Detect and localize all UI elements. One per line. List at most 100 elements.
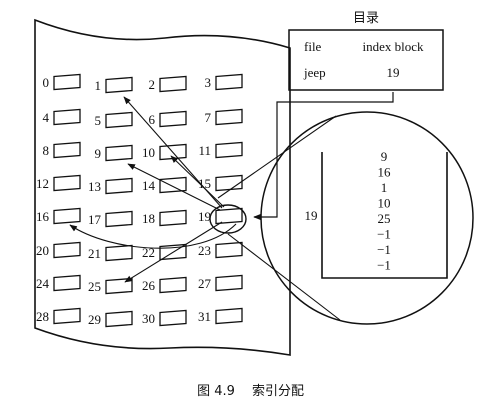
disk-block-rect (215, 274, 243, 292)
disk-block-rect (53, 174, 81, 192)
disk-block: 17 (88, 210, 133, 228)
disk-block-number: 29 (88, 312, 101, 327)
directory-header-index: index block (362, 39, 424, 54)
disk-block-number: 25 (88, 279, 101, 294)
disk-block: 13 (88, 177, 133, 195)
disk-block-number: 30 (142, 311, 155, 326)
disk-block: 8 (43, 141, 81, 159)
pointer-arrows (69, 96, 237, 283)
figure-number: 图 4.9 (197, 384, 235, 399)
disk-block-rect (53, 73, 81, 91)
index-entry: −1 (377, 227, 391, 242)
index-entry: 1 (381, 180, 388, 195)
directory-row-index: 19 (387, 65, 400, 80)
disk-block-number: 17 (88, 212, 102, 227)
disk-block-number: 18 (142, 211, 155, 226)
disk-block: 16 (36, 207, 81, 225)
disk-block: 6 (149, 110, 187, 128)
disk-block-number: 23 (198, 243, 211, 258)
pointer-arrow-to-block-10 (170, 155, 225, 208)
disk-block-number: 4 (43, 110, 50, 125)
disk-block-rect (159, 309, 187, 327)
disk-block-number: 0 (43, 75, 50, 90)
disk-block-number: 24 (36, 276, 50, 291)
disk-block-number: 21 (88, 246, 101, 261)
disk-block-rect (53, 274, 81, 292)
disk-block: 28 (36, 307, 81, 325)
disk-block-number: 14 (142, 178, 156, 193)
index-block-label: 19 (305, 208, 318, 223)
disk-block-rect (105, 277, 133, 295)
disk-block-number: 7 (205, 110, 212, 125)
disk-block: 10 (142, 143, 187, 161)
disk-block-rect (105, 310, 133, 328)
disk-block-rect (159, 276, 187, 294)
directory-title: 目录 (353, 11, 379, 26)
disk-block-number: 1 (95, 78, 102, 93)
disk-block-rect (215, 141, 243, 159)
disk-block: 4 (43, 108, 81, 126)
disk-block-number: 31 (198, 309, 211, 324)
disk-block-rect (105, 177, 133, 195)
index-entry: 10 (378, 196, 391, 211)
disk-block-number: 3 (205, 75, 212, 90)
disk-block-number: 19 (198, 209, 211, 224)
pointer-arrow-to-block-9 (127, 163, 221, 211)
directory-box (288, 29, 444, 91)
disk-block-rect (159, 209, 187, 227)
disk-block-rect (105, 76, 133, 94)
disk-block-number: 9 (95, 146, 102, 161)
disk-block: 21 (88, 244, 133, 262)
disk-block-number: 28 (36, 309, 49, 324)
disk-block-rect (215, 207, 243, 225)
disk-block-rect (105, 111, 133, 129)
disk-block-rect (159, 176, 187, 194)
pointer-arrow-to-block-16 (69, 223, 237, 249)
disk-block-rect (105, 144, 133, 162)
disk-block: 7 (205, 108, 243, 126)
index-entry: 9 (381, 149, 388, 164)
disk-block-rect (159, 143, 187, 161)
disk-block: 27 (198, 274, 243, 292)
disk-block: 23 (198, 241, 243, 259)
disk-outline (34, 18, 291, 356)
index-entry: 16 (378, 165, 392, 180)
disk-block-rect (215, 241, 243, 259)
disk-block-rect (215, 174, 243, 192)
index-entry: 25 (378, 211, 391, 226)
pointer-arrow-to-block-25 (124, 221, 223, 283)
disk-block: 9 (95, 144, 133, 162)
disk-block-rect (105, 244, 133, 262)
disk-block: 30 (142, 309, 187, 327)
magnify-tangent-bottom (227, 233, 341, 321)
directory-pointer-line (253, 92, 394, 221)
disk-block-rect (159, 243, 187, 261)
disk-block-number: 16 (36, 209, 50, 224)
disk-block-rect (53, 141, 81, 159)
disk-block-rect (105, 210, 133, 228)
disk-block-rect (53, 108, 81, 126)
disk-block-number: 2 (149, 77, 156, 92)
disk-block-rect (53, 241, 81, 259)
disk-block: 31 (198, 307, 243, 325)
magnify-tangent-top (217, 115, 337, 199)
disk-block-number: 13 (88, 179, 101, 194)
disk-block: 11 (198, 141, 243, 159)
disk-block: 19 (198, 207, 243, 225)
disk-block-number: 27 (198, 276, 212, 291)
disk-block-number: 22 (142, 245, 155, 260)
disk-block: 29 (88, 310, 133, 328)
index-block-frame (321, 152, 448, 279)
directory-header-file: file (304, 39, 322, 54)
disk-block-rect (53, 307, 81, 325)
disk-block: 3 (205, 73, 243, 91)
disk-block-number: 8 (43, 143, 50, 158)
disk-block: 15 (198, 174, 243, 192)
directory-row-file: jeep (303, 65, 326, 80)
disk-block: 22 (142, 243, 187, 261)
disk-block-number: 26 (142, 278, 156, 293)
index-entry: −1 (377, 242, 391, 257)
disk-block: 24 (36, 274, 81, 292)
